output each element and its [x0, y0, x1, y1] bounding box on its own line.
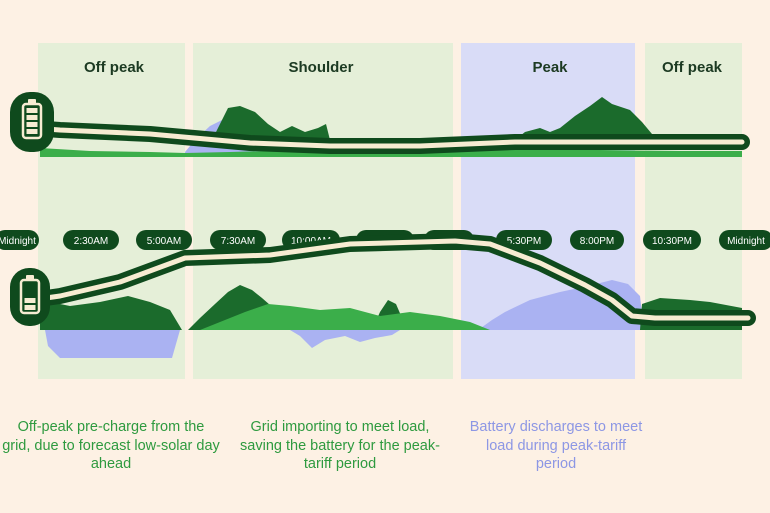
time-axis: Midnight 2:30AM 5:00AM 7:30AM 10:00AM 12…: [0, 230, 770, 250]
time-pill: Midnight: [719, 230, 770, 250]
top-dark-area-peak: [515, 97, 660, 140]
time-label: Midnight: [727, 236, 765, 247]
bottom-blue-area-shoulder: [290, 330, 400, 348]
time-label: 2:30AM: [74, 236, 108, 247]
band-label-peak: Peak: [532, 59, 568, 76]
bottom-green-area: [200, 304, 490, 330]
time-label: 5:30PM: [507, 236, 541, 247]
time-pill: 8:00PM: [570, 230, 624, 250]
time-pill: Midnight: [0, 230, 39, 250]
time-pill: 7:30AM: [210, 230, 266, 250]
time-label: 7:30AM: [221, 236, 255, 247]
caption-battery-discharge: Battery discharges to meet load during p…: [469, 419, 643, 473]
top-battery-icon: [10, 92, 54, 152]
bottom-track-fill: [29, 238, 751, 321]
time-pill: 2:30AM: [63, 230, 119, 250]
time-pill: 5:00AM: [136, 230, 192, 250]
band-label-offpeak-evening: Off peak: [662, 59, 723, 76]
bottom-battery-icon: [10, 268, 50, 326]
bottom-battery-track: [24, 233, 756, 326]
bottom-dark-area-offpeak: [40, 296, 182, 330]
top-track-fill: [29, 125, 745, 149]
band-label-offpeak-morning: Off peak: [84, 59, 145, 76]
top-battery-track: [24, 120, 750, 154]
band-label-shoulder: Shoulder: [288, 59, 353, 76]
bottom-blue-area-offpeak: [45, 330, 180, 358]
time-label: Midnight: [0, 236, 36, 247]
top-dark-area-shoulder: [212, 106, 330, 140]
caption-precharge: Off-peak pre-charge from the grid, due t…: [2, 419, 220, 473]
caption-grid-import: Grid importing to meet load, saving the …: [240, 419, 440, 473]
time-label: 5:00AM: [147, 236, 181, 247]
tariff-bands: [38, 43, 742, 379]
band-labels: Off peak Shoulder Peak Off peak: [84, 59, 723, 76]
time-pill: 10:30PM: [643, 230, 701, 250]
time-label: 8:00PM: [580, 236, 614, 247]
time-label: 10:30PM: [652, 236, 692, 247]
